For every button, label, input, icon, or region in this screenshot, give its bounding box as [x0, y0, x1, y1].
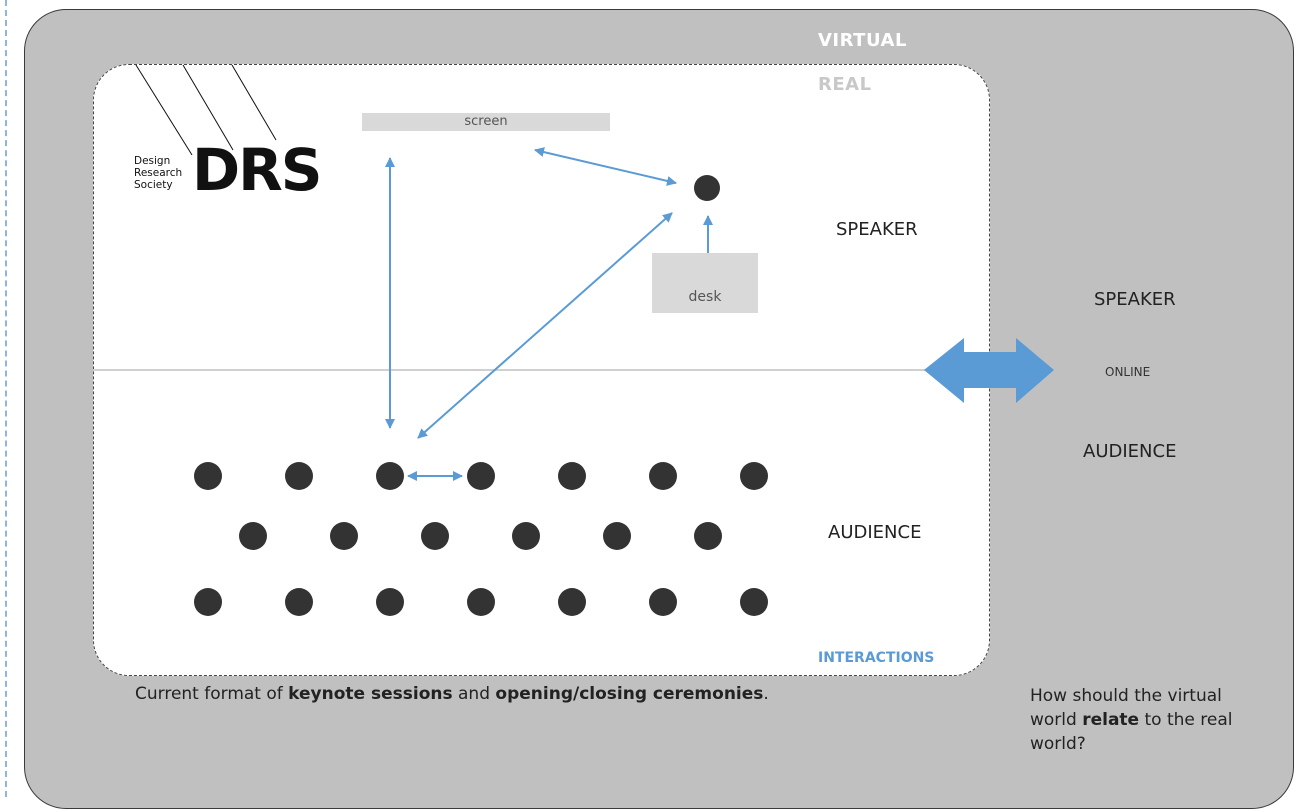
audience-dot	[285, 588, 313, 616]
audience-dot	[694, 522, 722, 550]
caption-current-format: Current format of keynote sessions and o…	[135, 684, 769, 704]
audience-dot	[376, 588, 404, 616]
logo-words: Design Research Society	[134, 155, 182, 191]
online-label: ONLINE	[1105, 365, 1151, 379]
arrow-screen-speaker	[534, 147, 677, 186]
arrow-speaker-audience	[417, 212, 673, 439]
caption-text: and	[452, 684, 496, 704]
caption-text: How should the virtual world	[1030, 686, 1222, 730]
virtual-label: VIRTUAL	[818, 30, 907, 51]
logo-word: Research	[134, 167, 183, 179]
logo-word: Society	[134, 179, 173, 191]
caption-text: Current format of	[135, 684, 289, 704]
interactions-label: INTERACTIONS	[818, 650, 935, 666]
audience-label: AUDIENCE	[828, 522, 922, 543]
audience-dot	[467, 588, 495, 616]
speaker-label: SPEAKER	[836, 219, 918, 240]
audience-dot	[285, 462, 313, 490]
audience-dots	[194, 462, 768, 616]
audience-dot	[558, 462, 586, 490]
desk-box: desk	[652, 253, 758, 313]
caption-bold: opening/closing ceremonies	[495, 684, 764, 704]
audience-dot	[421, 522, 449, 550]
audience-dot	[740, 588, 768, 616]
audience-dot	[239, 522, 267, 550]
audience-dot	[603, 522, 631, 550]
audience-dot	[558, 588, 586, 616]
logo-letters: DRS	[192, 136, 323, 204]
audience-dot	[194, 588, 222, 616]
logo-stripe	[231, 64, 277, 141]
audience-dot	[330, 522, 358, 550]
caption-text: to the real world?	[1030, 710, 1233, 754]
audience-dot	[467, 462, 495, 490]
caption-bold: keynote sessions	[288, 684, 453, 704]
logo-stripe	[182, 64, 234, 151]
online-audience-label: AUDIENCE	[1083, 441, 1177, 462]
audience-dot	[740, 462, 768, 490]
logo-stripe	[135, 64, 193, 156]
audience-dot	[194, 462, 222, 490]
logo-word: Design	[134, 155, 171, 167]
caption-text: .	[763, 684, 769, 704]
online-speaker-label: SPEAKER	[1094, 289, 1176, 310]
screen-box: screen	[362, 113, 610, 131]
online-double-arrow	[924, 338, 1054, 403]
speaker-dot	[694, 175, 720, 201]
audience-dot	[512, 522, 540, 550]
audience-dot	[649, 462, 677, 490]
left-guide-line	[5, 0, 7, 797]
real-label: REAL	[818, 74, 872, 95]
audience-dot	[649, 588, 677, 616]
audience-dot	[376, 462, 404, 490]
caption-question: How should the virtual world relate to t…	[1030, 684, 1270, 756]
caption-bold: relate	[1082, 710, 1140, 730]
